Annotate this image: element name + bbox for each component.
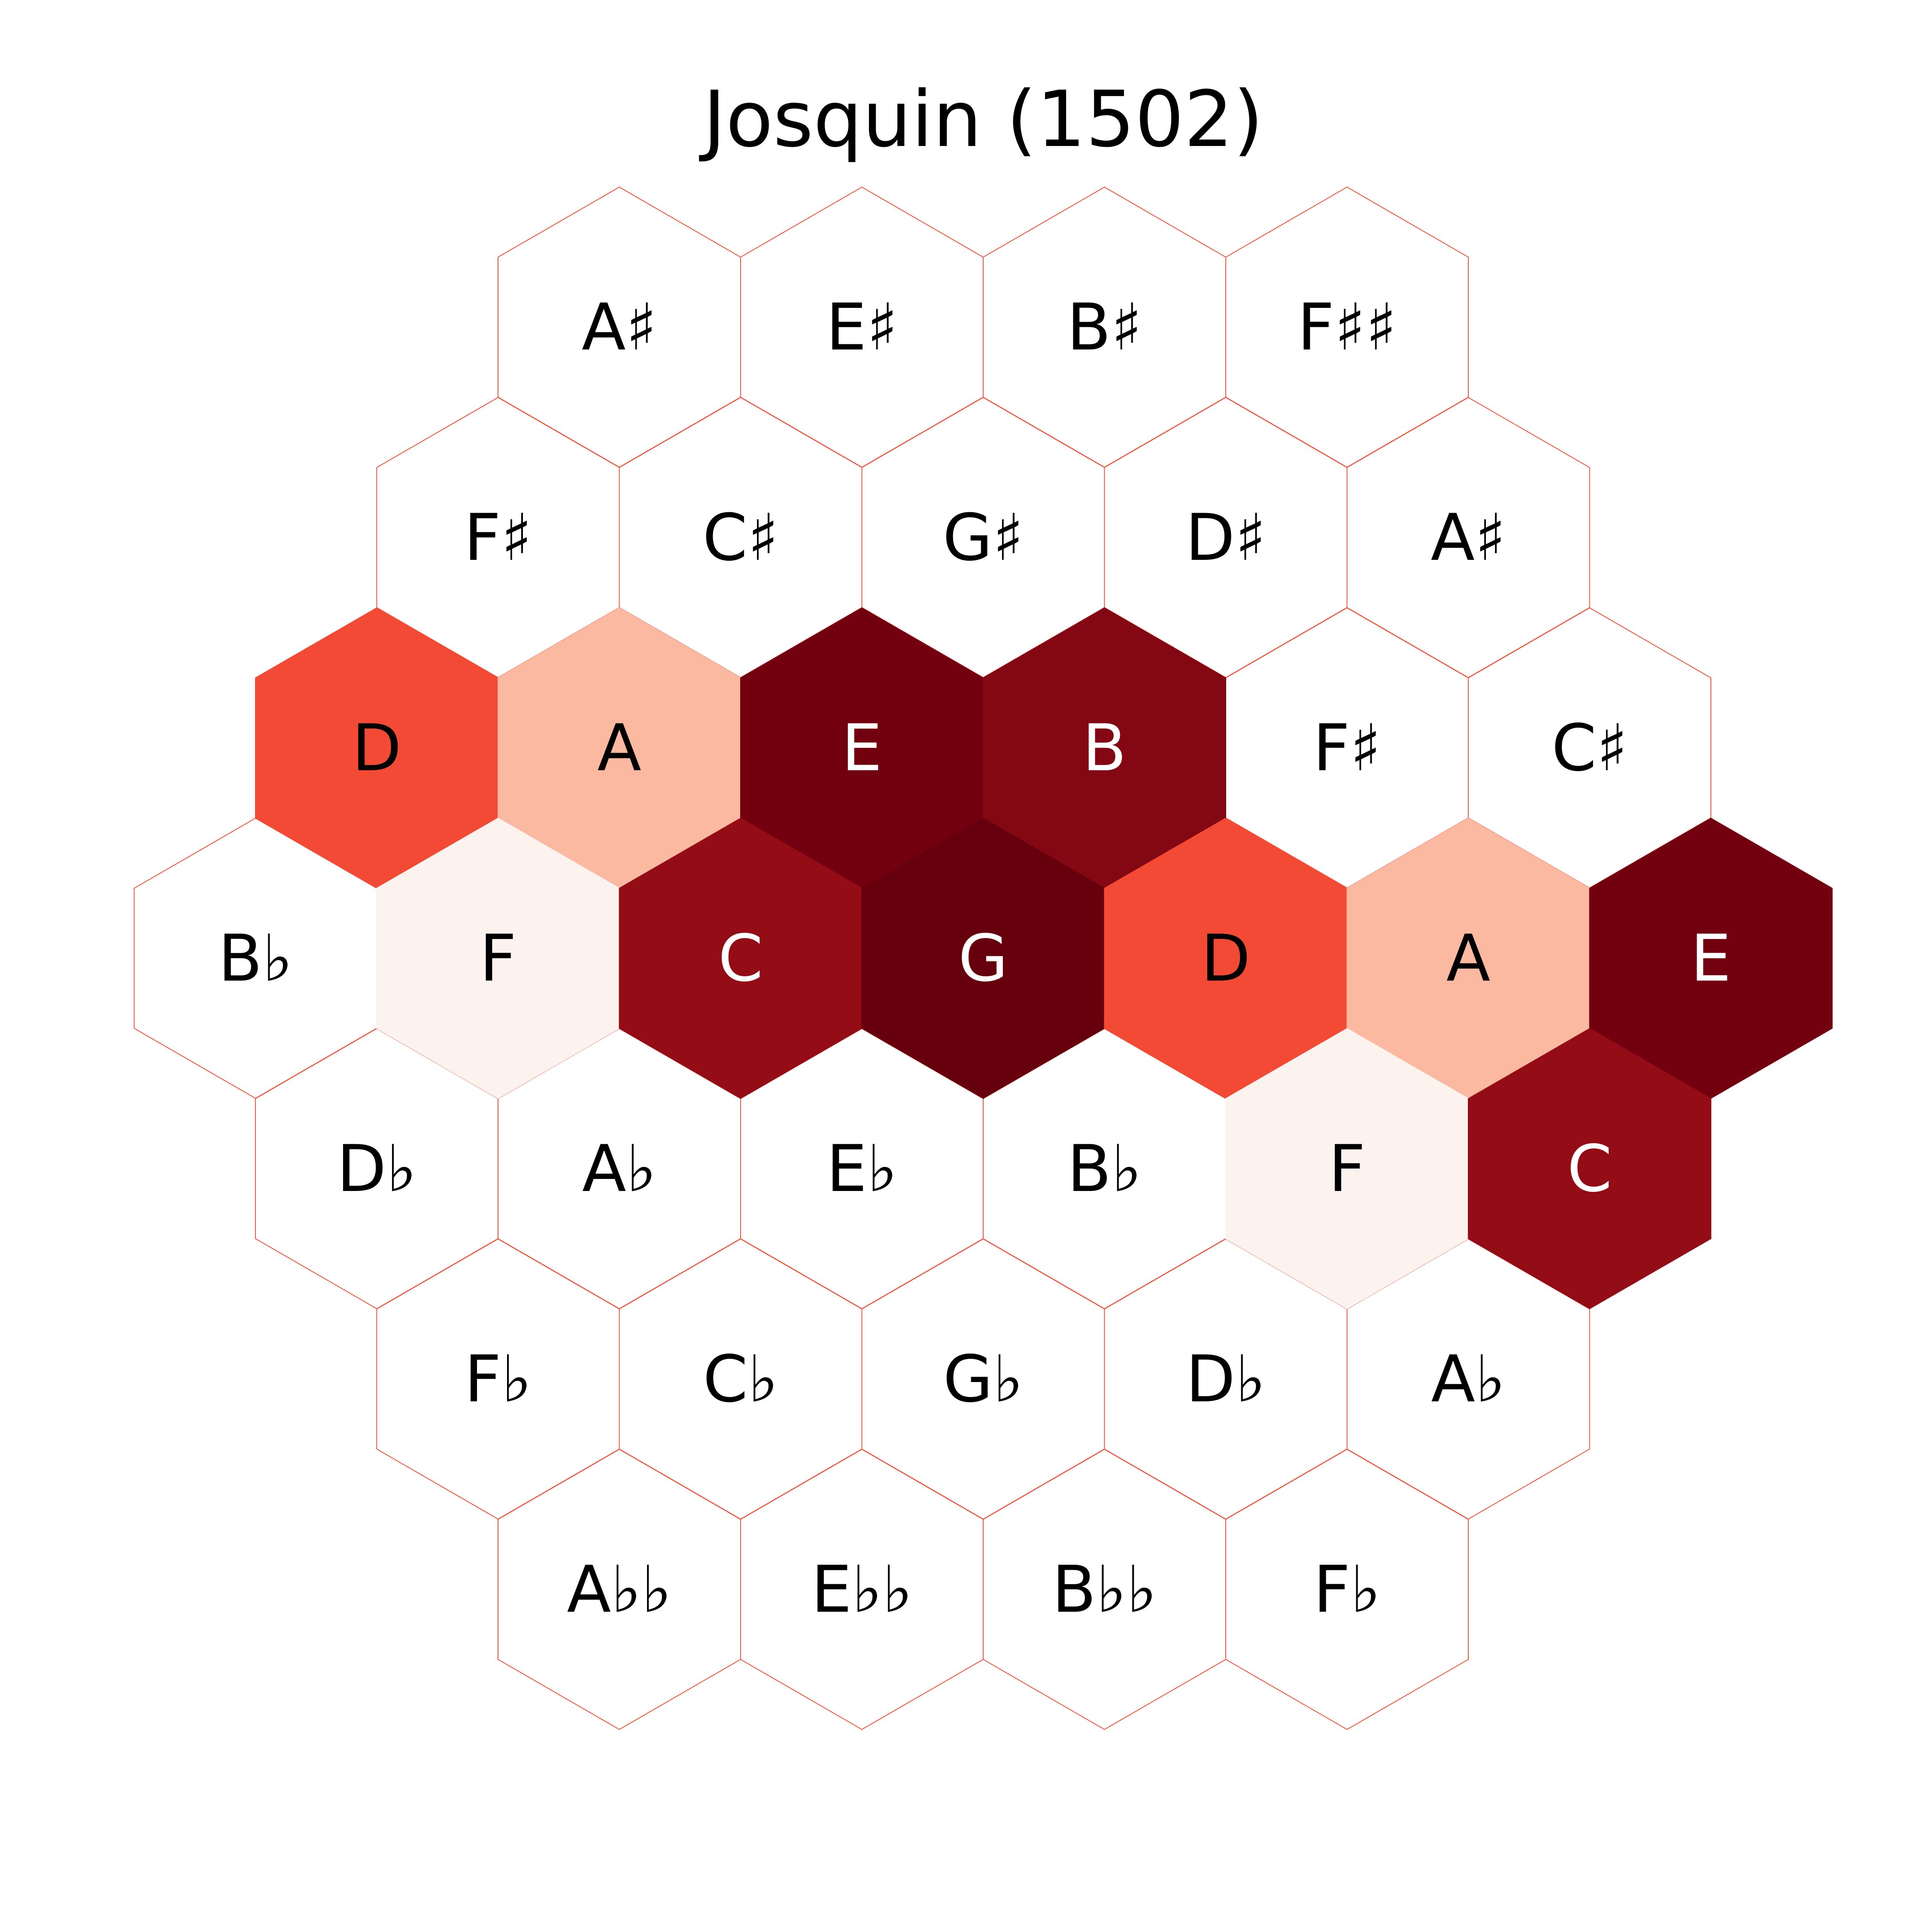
hex-label: B xyxy=(1082,711,1127,786)
hex-cell: G♭ xyxy=(861,1238,1105,1520)
hex-label: A♯ xyxy=(1431,501,1506,575)
hex-label: F♭ xyxy=(464,1342,532,1417)
diagram-title: Josquin (1502) xyxy=(699,75,1263,164)
hex-label: C♯ xyxy=(702,501,778,575)
hex-label: A xyxy=(1446,921,1491,996)
hex-label: E♯ xyxy=(826,290,898,365)
hex-label: F xyxy=(480,921,516,996)
hex-cell: A xyxy=(498,607,741,889)
hex-label: C♯ xyxy=(1552,711,1628,786)
hex-label: C♭ xyxy=(703,1342,778,1417)
hex-label: A♭ xyxy=(1431,1342,1505,1417)
hex-cell: D xyxy=(1104,817,1348,1099)
hex-label: G xyxy=(958,921,1008,996)
hex-cell: G♯ xyxy=(861,397,1105,678)
hex-label: E♭♭ xyxy=(811,1552,912,1627)
hex-cell: F♯ xyxy=(1225,607,1469,889)
hex-cell: F♯♯ xyxy=(1225,186,1469,468)
hex-label: C xyxy=(1567,1132,1612,1206)
hex-label: B♯ xyxy=(1067,290,1142,365)
hex-label: E xyxy=(841,711,882,786)
hex-cell: A♭♭ xyxy=(498,1449,741,1730)
hex-cell: A♯ xyxy=(1346,397,1590,678)
hex-cell: C♯ xyxy=(1468,607,1711,889)
hex-label: E♭ xyxy=(826,1132,898,1206)
hex-label: G♭ xyxy=(943,1342,1024,1417)
hex-label: B♭ xyxy=(1067,1132,1142,1206)
hex-label: F♯♯ xyxy=(1297,290,1397,365)
hex-label: F xyxy=(1328,1132,1365,1206)
hex-label: A♭ xyxy=(582,1132,656,1206)
hex-cell: E xyxy=(1589,817,1833,1099)
hex-grid: A♯ E♯ B♯ F♯♯ F♯ C♯ G♯ D♯ A♯ F♯ C♯ B♭ D♭ A♭ E♭ B♭ F♭ C♭ G♭ D… xyxy=(134,186,1833,1730)
hex-label: F♯ xyxy=(464,501,532,575)
hex-shape xyxy=(1468,1028,1711,1309)
hex-cell: A xyxy=(1346,817,1590,1099)
hex-cell: C♭ xyxy=(619,1238,863,1520)
hex-label: D xyxy=(352,711,402,786)
hex-label: B♭ xyxy=(218,921,293,996)
hex-cell: C xyxy=(1468,1028,1711,1309)
hex-label: D♭ xyxy=(337,1132,416,1206)
hex-cell: D♭ xyxy=(1104,1238,1348,1520)
hex-label: D xyxy=(1201,921,1251,996)
hex-label: D♯ xyxy=(1185,501,1266,575)
hex-cell: F xyxy=(1225,1028,1469,1309)
hex-label: C xyxy=(718,921,763,996)
hex-label: F♭ xyxy=(1313,1552,1381,1627)
hex-cell: D♯ xyxy=(1104,397,1348,678)
hex-label: D♭ xyxy=(1186,1342,1266,1417)
hex-cell: A♯ xyxy=(498,186,741,468)
hex-cell: C xyxy=(619,817,863,1099)
hex-cell: B♭♭ xyxy=(983,1449,1226,1730)
hex-shape xyxy=(1225,1449,1469,1730)
hex-cell: E xyxy=(740,607,984,889)
hex-cell: A♭ xyxy=(498,1028,741,1309)
hex-cell: E♭ xyxy=(740,1028,984,1309)
hex-cell: F♭ xyxy=(376,1238,620,1520)
hex-cell: B xyxy=(983,607,1226,889)
hex-cell: E♯ xyxy=(740,186,984,468)
hex-label: B♭♭ xyxy=(1052,1552,1157,1627)
hex-label: G♯ xyxy=(943,501,1024,575)
hex-cell: A♭ xyxy=(1346,1238,1590,1520)
hex-label: A♯ xyxy=(582,290,657,365)
hex-cell: F xyxy=(376,817,620,1099)
hex-label: E xyxy=(1691,921,1732,996)
hex-cell: E♭♭ xyxy=(740,1449,984,1730)
hex-cell: F♭ xyxy=(1225,1449,1469,1730)
hex-label: F♯ xyxy=(1313,711,1381,786)
hex-label: A xyxy=(597,711,641,786)
hex-label: A♭♭ xyxy=(567,1552,671,1627)
